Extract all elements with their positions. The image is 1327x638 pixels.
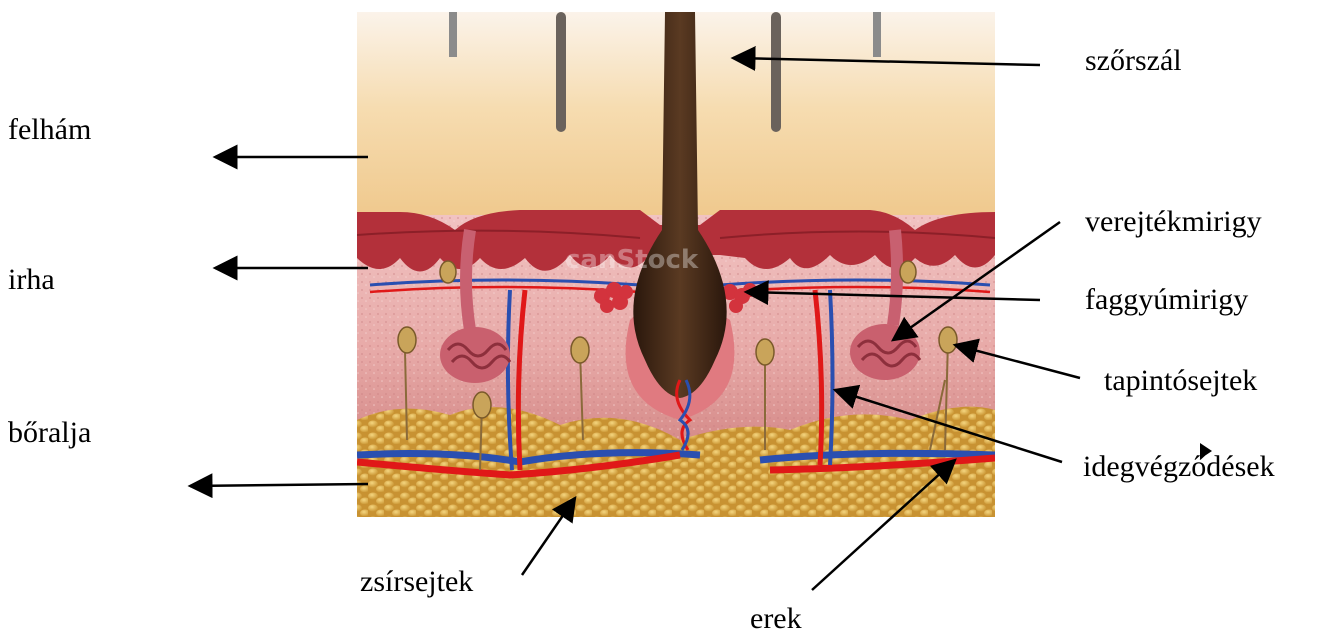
thin-hair (771, 12, 781, 132)
label-sebaceous-gland: faggyúmirigy (1085, 285, 1248, 315)
label-fat-cells: zsírsejtek (360, 567, 473, 597)
label-vessels: erek (750, 604, 802, 634)
label-epidermis: felhám (8, 115, 91, 145)
label-nerve-endings: idegvégződések (1083, 452, 1275, 482)
label-hair: szőrszál (1085, 46, 1182, 76)
label-subcutis: bőralja (8, 418, 91, 448)
thin-hair (449, 12, 457, 57)
arrow-subcutis (190, 484, 368, 486)
label-touch-cells: tapintósejtek (1104, 366, 1257, 396)
skin-cross-section: canStock (357, 12, 995, 517)
label-sweat-gland: verejtékmirigy (1085, 207, 1262, 237)
thin-hair (873, 12, 881, 57)
watermark: canStock (565, 245, 699, 275)
thin-hair (556, 12, 566, 132)
label-dermis: irha (8, 265, 55, 295)
